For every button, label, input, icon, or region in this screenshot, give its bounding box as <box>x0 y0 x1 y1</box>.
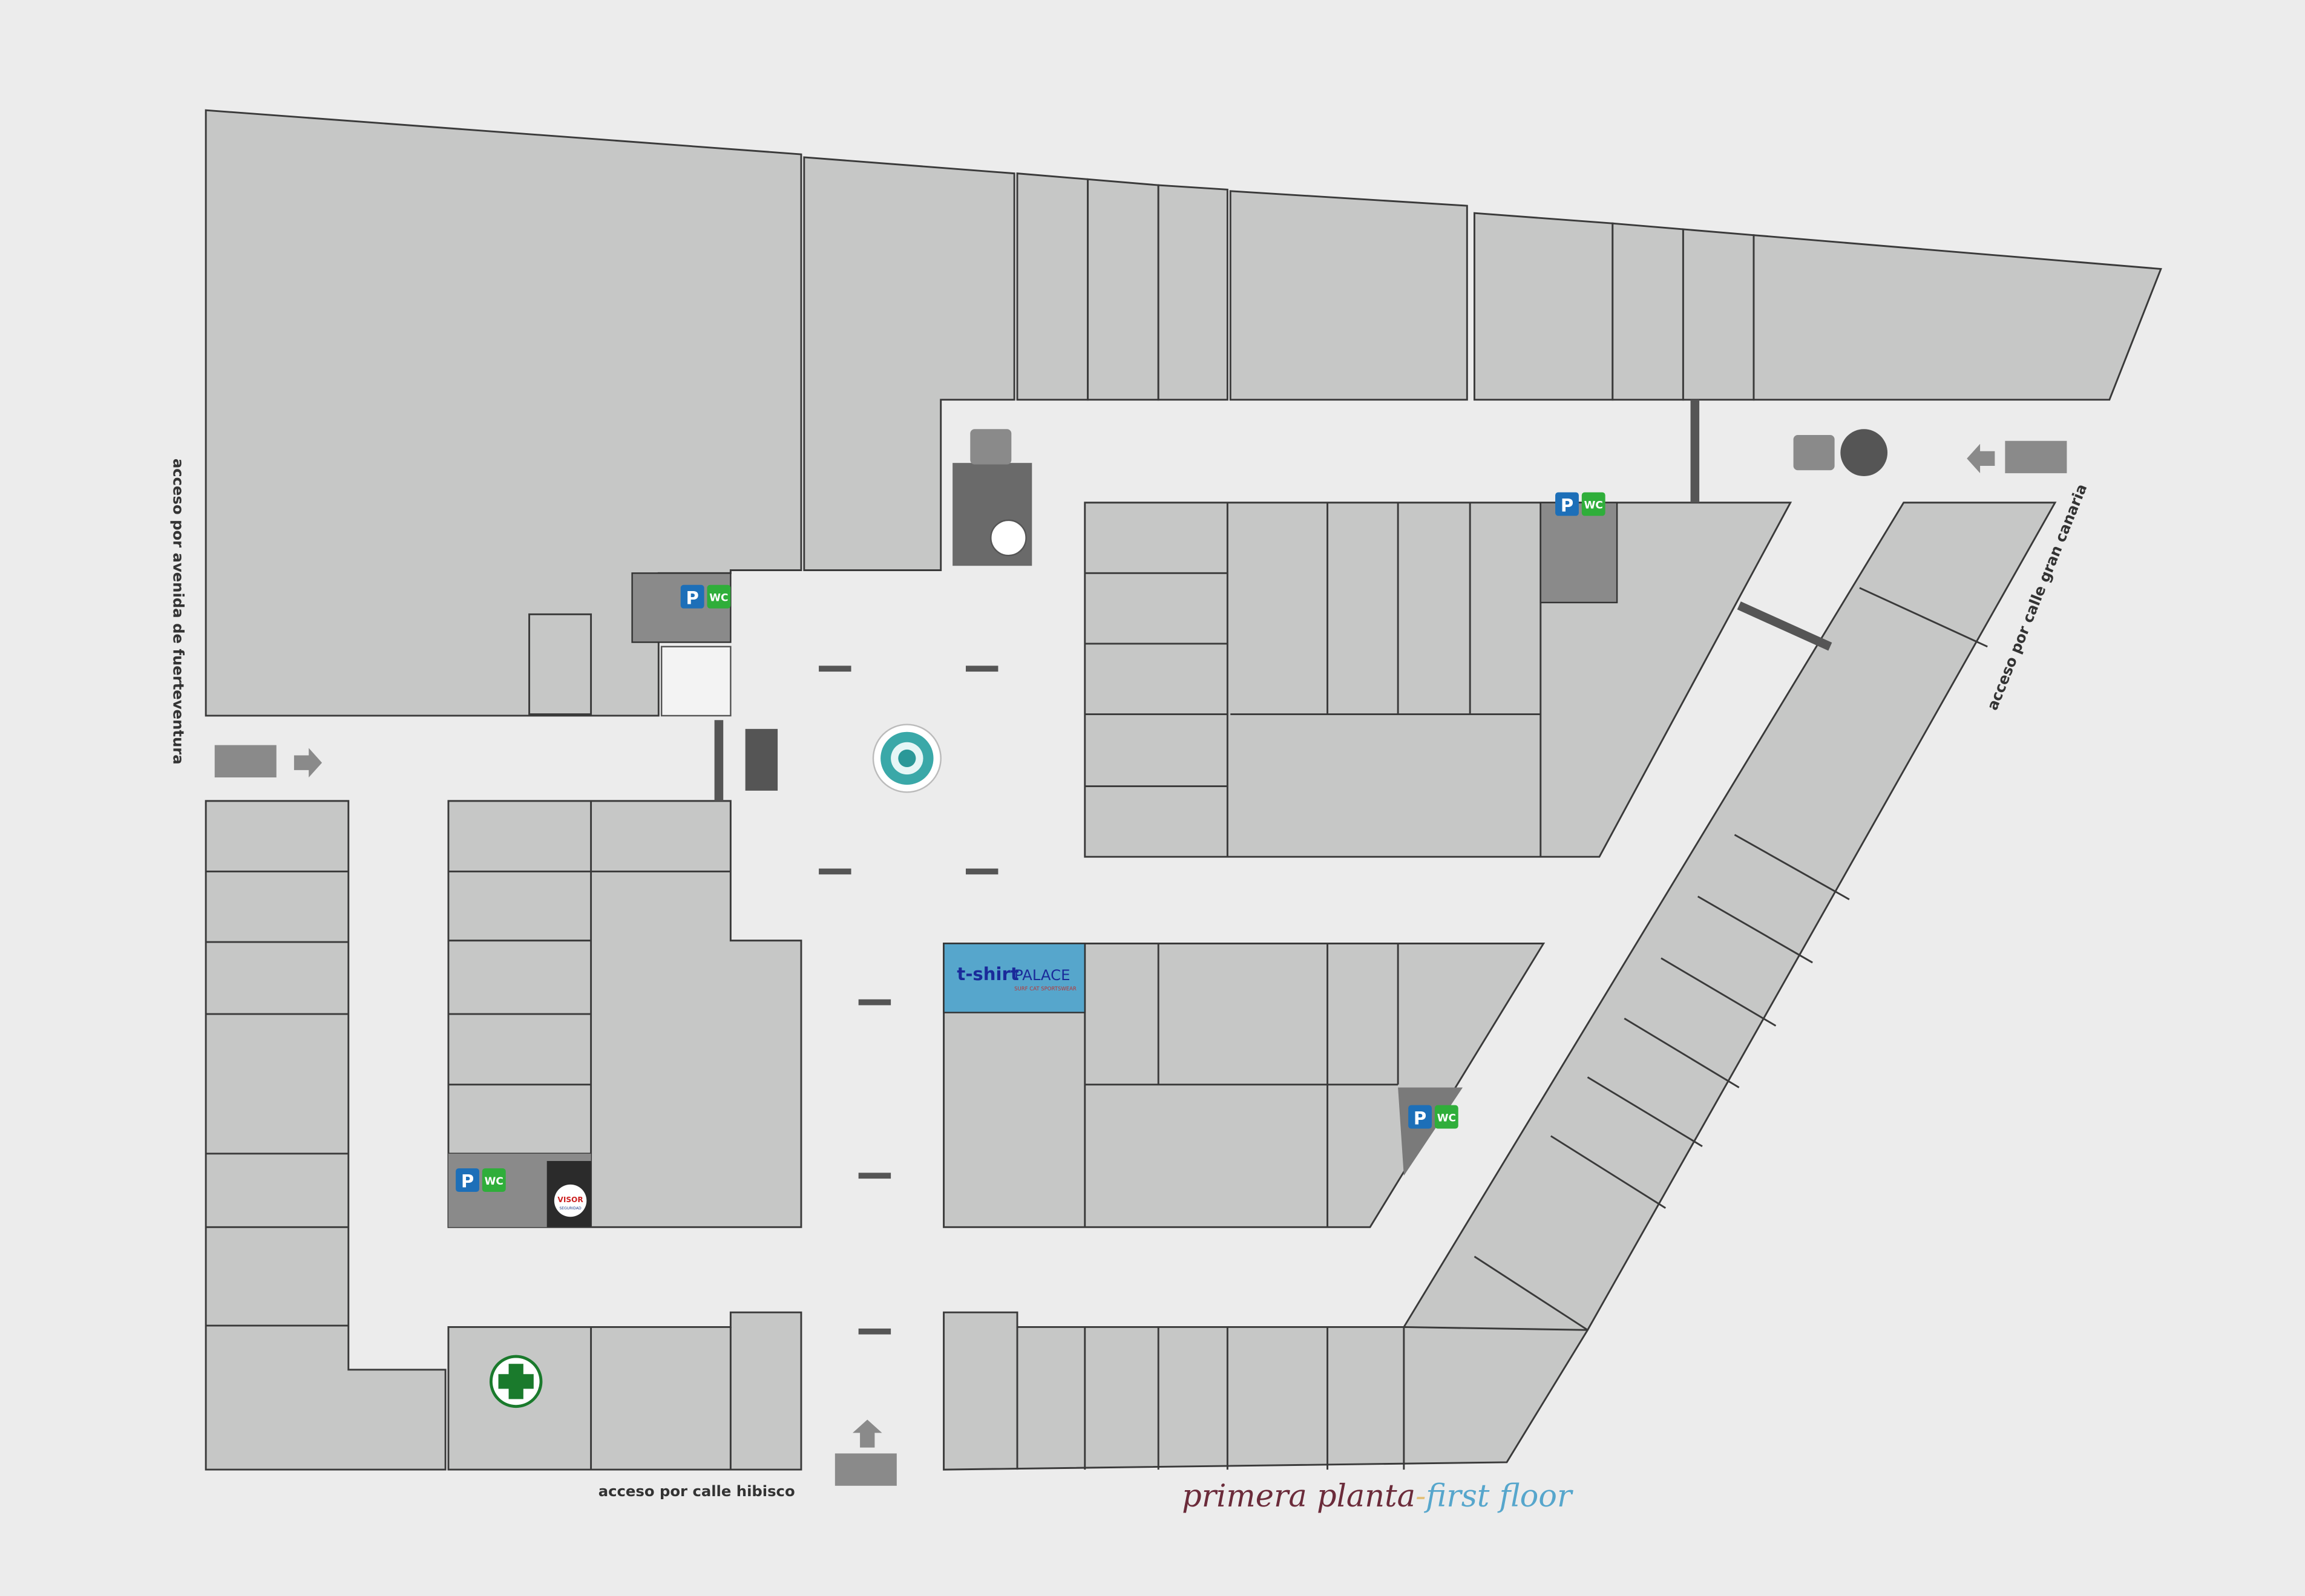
shop[interactable] <box>1229 190 1468 401</box>
fountain-icon <box>872 724 942 793</box>
shop-annex[interactable] <box>528 613 592 715</box>
exit-icon <box>834 1453 897 1486</box>
walkway-bridge <box>714 399 1832 801</box>
shops-east-diagonal <box>943 502 2057 1471</box>
shop[interactable] <box>1682 228 1755 401</box>
pharmacy-icon <box>489 1355 543 1408</box>
shops-top-row <box>205 109 2162 717</box>
parking-sign: P <box>686 587 699 608</box>
service-areas <box>631 399 1888 1335</box>
umbrella-icon <box>1840 429 1888 477</box>
access-label-west: acceso por avenida de fuerteventura <box>170 459 188 765</box>
bench-icons <box>819 666 998 1335</box>
wc-sign: WC <box>709 592 728 604</box>
umbrella-icon <box>990 519 1027 557</box>
stairwell <box>1539 502 1618 604</box>
tshirt-brand: t-shirt <box>957 964 1018 984</box>
arrow-left-icon <box>1967 443 1995 474</box>
shop[interactable] <box>1753 234 2162 401</box>
kids-icon <box>1793 435 1835 471</box>
shop[interactable] <box>1016 172 1089 401</box>
floor-title: primera planta-first floor <box>1182 1479 1573 1514</box>
shops-west: VISOR SEGURIDAD <box>205 800 802 1471</box>
shop[interactable] <box>1157 184 1228 401</box>
service-signs: P WC P WC P WC P WC <box>456 492 1605 1192</box>
shops-central-right <box>1084 502 1792 858</box>
arrow-right-icon <box>293 748 323 777</box>
visor-name: VISOR <box>557 1195 583 1204</box>
kids-icon <box>970 429 1012 465</box>
shop[interactable] <box>1612 222 1684 401</box>
access-label-south: acceso por calle hibisco <box>598 1482 795 1500</box>
parking-sign: P <box>1414 1108 1426 1128</box>
tshirt-tagline: SURF CAT SPORTSWEAR <box>1014 986 1077 992</box>
shops-central-south: t-shirt PALACE SURF CAT SPORTSWEAR <box>943 943 1546 1228</box>
exit-signs <box>214 429 2067 1486</box>
wc-sign: WC <box>1437 1112 1456 1124</box>
restroom-area <box>660 646 732 717</box>
wc-sign: WC <box>485 1176 503 1188</box>
shop[interactable] <box>803 156 1015 571</box>
block-west-l <box>205 800 447 1471</box>
shop[interactable] <box>1087 178 1159 401</box>
shop[interactable] <box>1474 212 1614 401</box>
parking-sign: P <box>461 1171 474 1192</box>
tshirt-name: PALACE <box>1014 966 1070 984</box>
block-east-l <box>943 502 2057 1471</box>
escalator <box>745 728 778 791</box>
shop-tshirt-palace[interactable] <box>943 943 1086 1013</box>
exit-icon <box>2005 440 2067 474</box>
wc-sign: WC <box>1584 499 1603 511</box>
parking-sign: P <box>1561 495 1573 515</box>
arrow-up-icon <box>852 1419 882 1448</box>
exit-icon <box>214 745 277 777</box>
visor-tagline: SEGURIDAD <box>559 1206 582 1211</box>
